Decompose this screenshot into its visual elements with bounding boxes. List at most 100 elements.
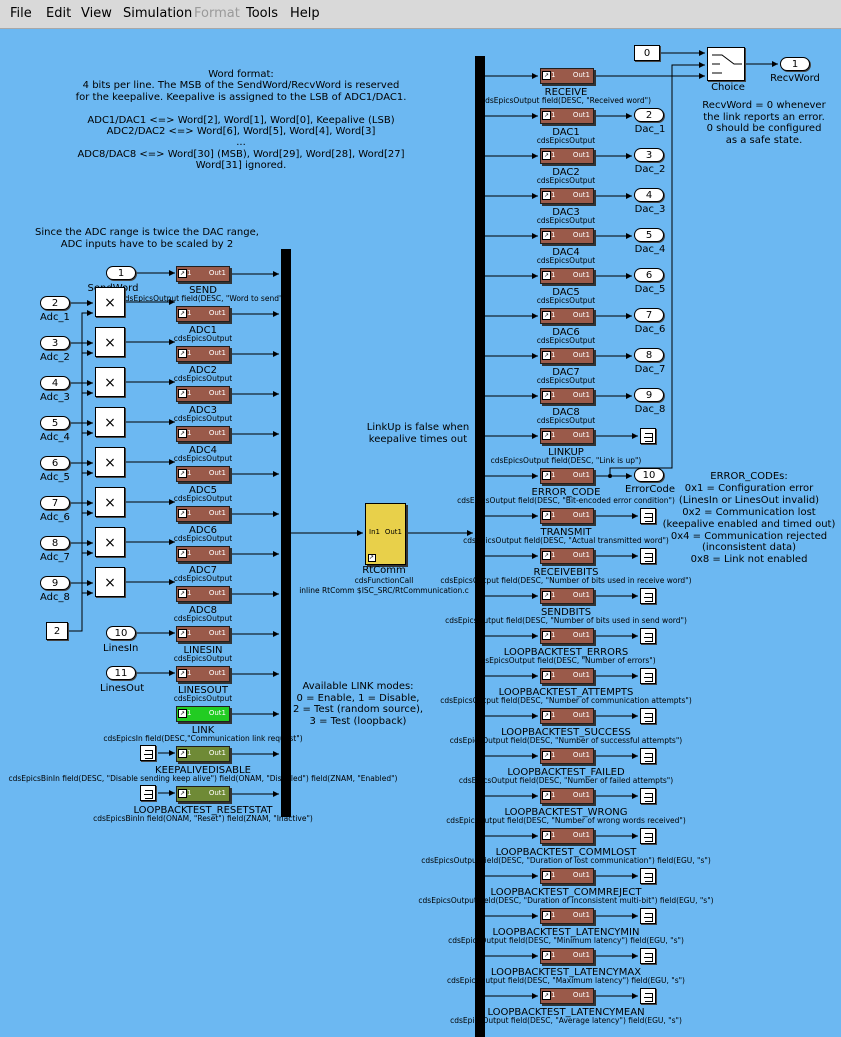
adc-inport-2[interactable]: 3	[40, 336, 70, 350]
terminator-block[interactable]	[640, 868, 656, 884]
block-out-label: Out1	[572, 831, 590, 839]
multiply-block[interactable]: ×	[95, 527, 125, 557]
adc-inport-3[interactable]: 4	[40, 376, 70, 390]
multiply-block[interactable]: ×	[95, 327, 125, 357]
menu-file[interactable]: File	[10, 6, 32, 21]
menu-view[interactable]: View	[81, 6, 112, 21]
terminator-block[interactable]	[640, 988, 656, 1004]
adc-inport-6[interactable]: 7	[40, 496, 70, 510]
terminator-block[interactable]	[640, 588, 656, 604]
terminator-block[interactable]	[140, 745, 156, 761]
multiply-block[interactable]: ×	[95, 487, 125, 517]
terminator-block[interactable]	[640, 788, 656, 804]
outport-dac_4[interactable]: 5	[634, 228, 664, 242]
adc-inport-1[interactable]: 2	[40, 296, 70, 310]
multiply-block[interactable]: ×	[95, 447, 125, 477]
terminator-block[interactable]	[640, 908, 656, 924]
multiply-block[interactable]: ×	[95, 407, 125, 437]
adc-inport-5[interactable]: 6	[40, 456, 70, 470]
outport-errorcode[interactable]: 10	[634, 468, 664, 482]
outport-dac_5[interactable]: 6	[634, 268, 664, 282]
terminator-block[interactable]	[640, 708, 656, 724]
recvword-outport[interactable]: 1	[780, 57, 810, 71]
multiply-block[interactable]: ×	[95, 287, 125, 317]
terminator-block[interactable]	[640, 508, 656, 524]
terminator-block[interactable]	[640, 748, 656, 764]
terminator-block[interactable]	[640, 828, 656, 844]
outport-dac_6[interactable]: 7	[634, 308, 664, 322]
block-arrow-icon: ↗	[542, 551, 551, 560]
outport-dac_7[interactable]: 8	[634, 348, 664, 362]
adc-inport-8[interactable]: 9	[40, 576, 70, 590]
multiply-block[interactable]: ×	[95, 367, 125, 397]
terminator-block[interactable]	[640, 948, 656, 964]
menu-help[interactable]: Help	[290, 6, 320, 21]
gain-constant-block[interactable]: 2	[46, 622, 68, 640]
multiply-block[interactable]: ×	[95, 567, 125, 597]
adc-inport-4[interactable]: 5	[40, 416, 70, 430]
terminator-block[interactable]	[640, 548, 656, 564]
block-name-loopbacktest_latencymax: LOOPBACKTEST_LATENCYMAX	[490, 967, 642, 978]
outport-dac_2[interactable]: 3	[634, 148, 664, 162]
terminator-block[interactable]	[640, 428, 656, 444]
block-arrow-icon: ↗	[178, 629, 187, 638]
choice-switch-block[interactable]	[707, 47, 745, 81]
outport-dac_8[interactable]: 9	[634, 388, 664, 402]
block-desc-loopbacktest_latencymean: cdsEpicsOutput field(DESC, "Average late…	[450, 1016, 682, 1025]
diagram-canvas[interactable]: Word format:4 bits per line. The MSB of …	[0, 29, 841, 1037]
menu-format[interactable]: Format	[194, 6, 240, 21]
menu-simulation[interactable]: Simulation	[123, 6, 193, 21]
adc-inport-7[interactable]: 8	[40, 536, 70, 550]
terminator-block[interactable]	[140, 785, 156, 801]
terminator-block[interactable]	[640, 628, 656, 644]
sendword-inport[interactable]: 1	[106, 266, 136, 280]
linesout-inport[interactable]: 11	[106, 666, 136, 680]
terminator-block[interactable]	[640, 668, 656, 684]
outport-dac_1[interactable]: 2	[634, 108, 664, 122]
menu-tools[interactable]: Tools	[246, 6, 279, 21]
menu-edit[interactable]: Edit	[46, 6, 72, 21]
outport-dac_3[interactable]: 4	[634, 188, 664, 202]
choice-constant-block[interactable]: 0	[634, 45, 660, 61]
linesin-inport[interactable]: 10	[106, 626, 136, 640]
